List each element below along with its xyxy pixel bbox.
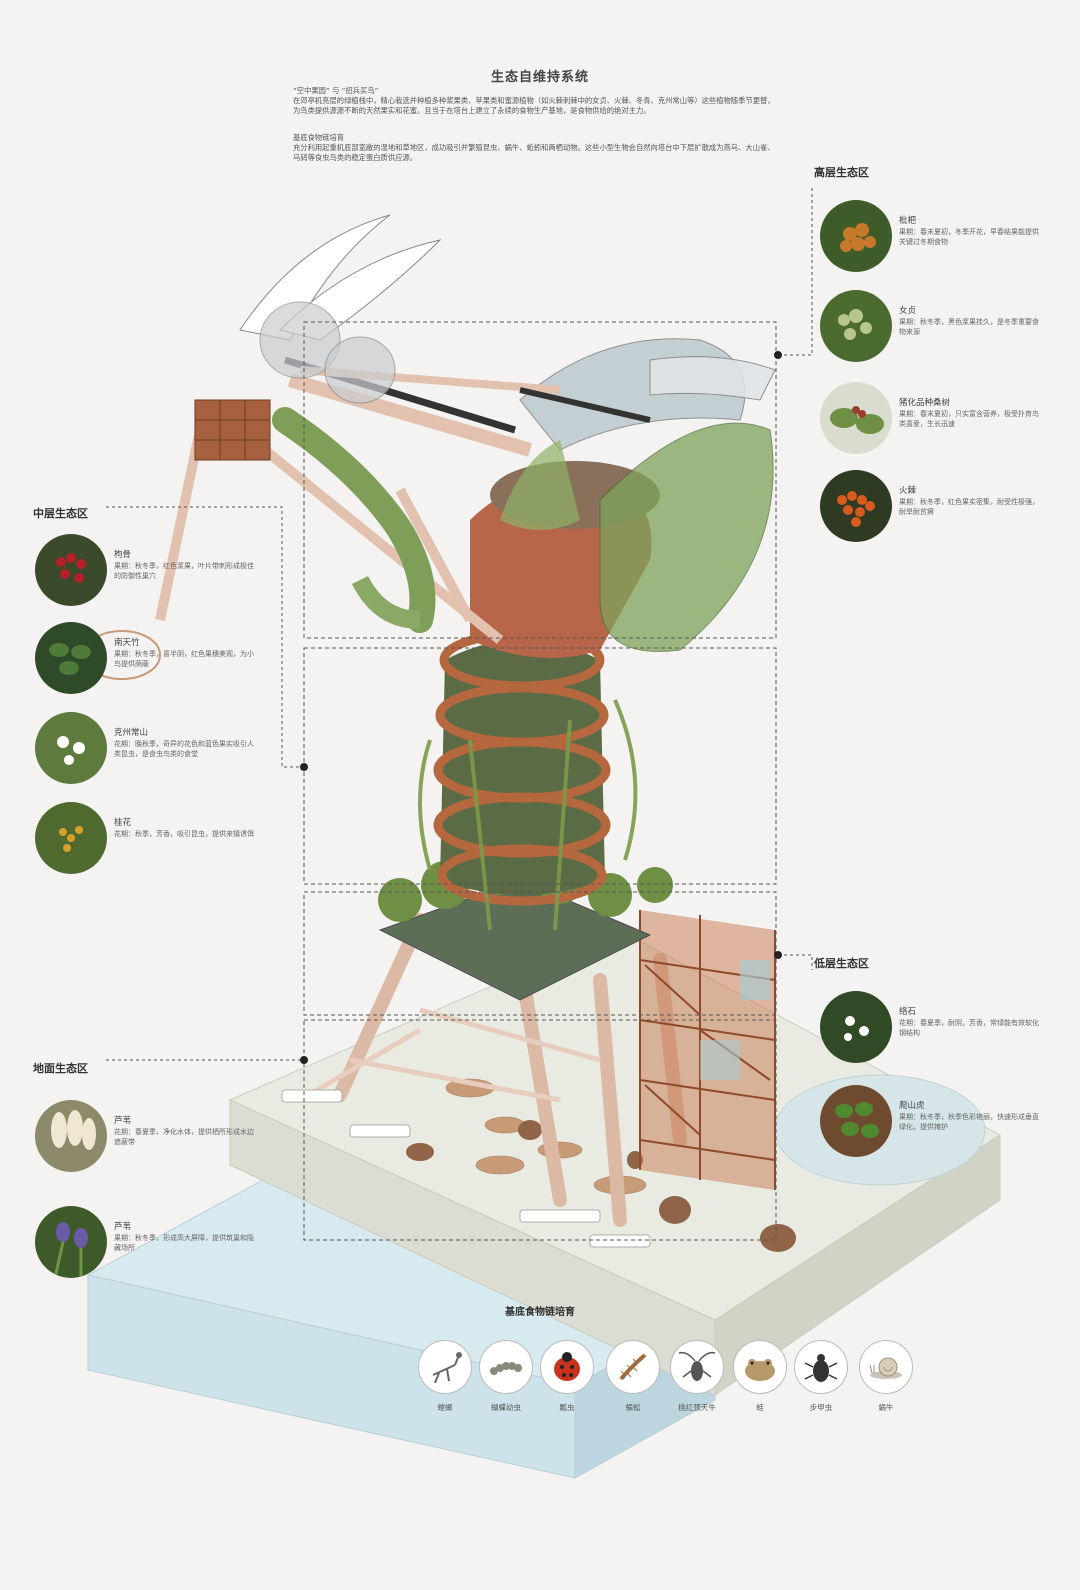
plant-desc: 果期：秋冬季，喜半阴，红色果穗美观，为小鸟提供荫蔽 bbox=[114, 650, 254, 668]
zone-title-low: 低层生态区 bbox=[814, 957, 869, 970]
plant-photo bbox=[820, 200, 892, 272]
food-chain-label: 瓢虫 bbox=[559, 1403, 575, 1412]
crane-braces bbox=[298, 1007, 601, 1103]
intro-paragraph-1: 在郊亭机亮层的绿植栈中，精心栽选并种植多种浆果类、苹果类和蜜源植物（如火棘刺棘中… bbox=[293, 96, 775, 115]
plant-photo bbox=[35, 1100, 107, 1172]
green-tube bbox=[272, 407, 436, 633]
mantis-icon bbox=[418, 1340, 472, 1394]
plant-desc: 花期：春夏季，耐阴，芳香，常绿能有效软化钢结构 bbox=[899, 1019, 1039, 1037]
plant-name: 女贞 bbox=[899, 306, 917, 316]
page-title: 生态自维持系统 bbox=[490, 70, 589, 85]
plant-desc: 果期：春末夏初，冬季开花，早春结果能提供关键过冬期食物 bbox=[899, 228, 1039, 246]
plant-desc: 果期：秋冬季，红色果实密集，耐受性极强，耐旱耐贫瘠 bbox=[899, 498, 1039, 516]
intro-paragraph-2: 充分利用起重机底部宽敞的湿地和草地区，成功吸引并繁殖昆虫、蜗牛、蚯蚓和两栖动物。… bbox=[293, 143, 775, 162]
snail-icon bbox=[859, 1340, 913, 1394]
food-chain-item: 瓢虫 bbox=[540, 1340, 594, 1413]
plant-photo bbox=[820, 991, 892, 1063]
food-chain-label: 蜗牛 bbox=[878, 1403, 894, 1412]
food-chain-item: 螳螂 bbox=[418, 1340, 472, 1413]
intro-block-1: “空中果园” 与 “招兵买鸟” 在郊亭机亮层的绿植栈中，精心栽选并种植多种浆果类… bbox=[293, 86, 779, 116]
centipede-icon bbox=[606, 1340, 660, 1394]
food-chain-label: 蝴蝶幼虫 bbox=[491, 1403, 521, 1412]
plant-photo bbox=[820, 1085, 892, 1157]
zone-title-ground: 地面生态区 bbox=[33, 1062, 88, 1075]
plant-desc: 花期：晚秋季，奇异的花色和蓝色果实吸引人类昆虫，是食虫鸟类的食堂 bbox=[114, 740, 254, 758]
plant-desc: 花期：秋季，芳香，吸引昆虫，提供来镇诱饵 bbox=[114, 830, 254, 838]
plant-photo bbox=[35, 712, 107, 784]
plant-desc: 果期：秋冬季，红色浆果，叶片带刺形成极佳的防御性巢穴 bbox=[114, 562, 254, 580]
plant-name: 桂花 bbox=[114, 818, 132, 828]
zone-markers bbox=[300, 351, 782, 1064]
zone-title-middle: 中层生态区 bbox=[33, 507, 88, 520]
food-chain-item: 桃红颈天牛 bbox=[670, 1340, 724, 1413]
wooden-stair-tower bbox=[639, 910, 776, 1190]
plant-desc: 果期：秋冬季，形成高大屏障，提供筑巢和隐藏场所 bbox=[114, 1234, 254, 1252]
spiral-tower bbox=[418, 629, 638, 931]
ground-beetle-icon bbox=[794, 1340, 848, 1394]
plant-name: 芦苇 bbox=[114, 1116, 132, 1126]
plant-desc: 果期：秋冬季，黑色浆果挂久，是冬季重要食物来源 bbox=[899, 318, 1039, 336]
frog-icon bbox=[733, 1340, 787, 1394]
plant-name: 南天竹 bbox=[114, 638, 140, 648]
plant-name: 猪化品种桑树 bbox=[899, 398, 951, 408]
food-chain-label: 蜈蚣 bbox=[625, 1403, 641, 1412]
plant-photo bbox=[35, 534, 107, 606]
food-chain-item: 蝴蝶幼虫 bbox=[479, 1340, 533, 1413]
plant-photo bbox=[35, 802, 107, 874]
plant-photo bbox=[820, 382, 892, 454]
plant-name: 络石 bbox=[899, 1007, 917, 1017]
plant-desc: 果期：春末夏初，只实富含营养，极受扑育鸟类喜爱，生长迅速 bbox=[899, 410, 1039, 428]
zone-leaders bbox=[106, 186, 813, 1061]
plant-photo bbox=[35, 622, 107, 694]
intro-heading-2: 基底食物链培育 bbox=[293, 133, 345, 142]
crane-cabin bbox=[194, 399, 271, 461]
plant-desc: 果期：秋冬季，秋季色彩艳丽，快速形成垂直绿化，提供掩护 bbox=[899, 1113, 1039, 1131]
plant-photo bbox=[35, 1206, 107, 1278]
intro-heading-1: “空中果园” 与 “招兵买鸟” bbox=[293, 86, 379, 95]
ladybug-icon bbox=[540, 1340, 594, 1394]
crane-feet bbox=[281, 1089, 651, 1248]
food-chain-item: 蛙 bbox=[733, 1340, 787, 1413]
plant-photo bbox=[820, 290, 892, 362]
caterpillar-icon bbox=[479, 1340, 533, 1394]
ground-animals bbox=[406, 1120, 796, 1252]
food-chain-label: 蛙 bbox=[756, 1403, 764, 1412]
plant-photo bbox=[820, 470, 892, 542]
intro-block-2: 基底食物链培育 充分利用起重机底部宽敞的湿地和草地区，成功吸引并繁殖昆虫、蜗牛、… bbox=[293, 133, 779, 163]
zone-title-high: 高层生态区 bbox=[814, 166, 869, 179]
food-chain-label: 步甲虫 bbox=[809, 1403, 833, 1412]
glass-wings bbox=[239, 214, 442, 404]
plant-name: 火棘 bbox=[899, 486, 917, 496]
plant-desc: 花期：春夏季，净化水体，提供栖所形成水边遮蔽带 bbox=[114, 1128, 254, 1146]
longhorn-beetle-icon bbox=[670, 1340, 724, 1394]
greenhouse-petals bbox=[500, 338, 776, 652]
food-chain-label: 桃红颈天牛 bbox=[678, 1403, 716, 1412]
food-chain-label: 螳螂 bbox=[437, 1403, 453, 1412]
plant-name: 芦苇 bbox=[114, 1222, 132, 1232]
crane-boom bbox=[155, 356, 651, 644]
food-chain-item: 步甲虫 bbox=[794, 1340, 848, 1413]
food-chain-item: 蜗牛 bbox=[859, 1340, 913, 1413]
plant-name: 克州常山 bbox=[114, 728, 149, 738]
food-chain-item: 蜈蚣 bbox=[606, 1340, 660, 1413]
food-chain-title: 基底食物链培育 bbox=[505, 1307, 575, 1318]
plant-name: 枸骨 bbox=[114, 550, 132, 560]
plant-name: 枇杷 bbox=[899, 216, 917, 226]
plant-name: 爬山虎 bbox=[899, 1101, 925, 1111]
